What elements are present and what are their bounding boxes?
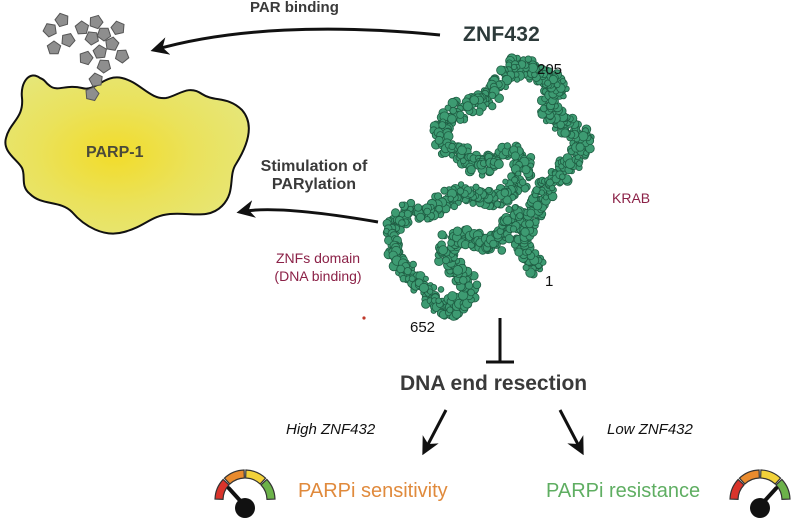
residue-205-label: 205: [537, 61, 563, 78]
znf432-title: ZNF432: [463, 23, 541, 46]
stimulation-arrow: [236, 200, 379, 224]
parp1-label: PARP-1: [86, 144, 144, 161]
high-branch-arrow: [422, 409, 448, 456]
residue-652-label: 652: [410, 319, 436, 336]
stimulation-label-line1: Stimulation of: [260, 158, 368, 175]
high-znf432-label: High ZNF432: [286, 421, 376, 438]
par-binding-arrow: [150, 27, 441, 55]
low-znf432-label: Low ZNF432: [607, 421, 693, 438]
parp1-shape: [4, 74, 250, 235]
sensitivity-gauge-icon: [214, 469, 276, 518]
parpi-resistance-label: PARPi resistance: [546, 480, 701, 502]
par-binding-label: PAR binding: [250, 0, 339, 16]
krab-label: KRAB: [612, 190, 651, 206]
stimulation-label: Stimulation of PARylation: [258, 158, 370, 193]
marker-dot: [362, 316, 366, 320]
low-branch-arrow: [558, 409, 584, 456]
znfs-domain-label-line2: (DNA binding): [274, 267, 362, 284]
resistance-gauge-icon: [729, 469, 791, 518]
dna-end-resection-label: DNA end resection: [400, 372, 588, 395]
residue-1-label: 1: [545, 273, 554, 290]
znf432-protein-structure: [382, 53, 595, 321]
par-chain-icon: [42, 12, 130, 102]
znfs-domain-label: ZNFs domain (DNA binding): [258, 250, 378, 285]
stimulation-label-line2: PARylation: [271, 175, 357, 193]
parpi-sensitivity-label: PARPi sensitivity: [298, 480, 448, 502]
znfs-domain-label-line1: ZNFs domain: [275, 250, 361, 266]
